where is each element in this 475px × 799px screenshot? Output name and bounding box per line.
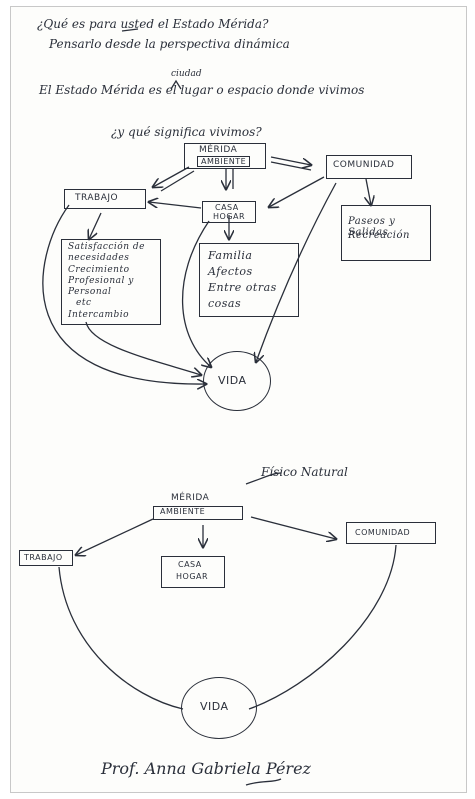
- question-3: ¿y qué significa vivimos?: [111, 125, 262, 139]
- merida-label: MÉRIDA: [199, 145, 238, 155]
- home-label-1: CASA: [215, 203, 239, 212]
- arrow-community-life: [256, 182, 337, 362]
- insert-caret: [170, 79, 182, 90]
- home-note-3: Entre otras: [208, 281, 277, 294]
- arrow-worknotes-life: [85, 321, 201, 375]
- home-box: CASA HOGAR: [202, 201, 256, 223]
- question-1: ¿Qué es para usted el Estado Mérida?: [37, 17, 269, 31]
- life-2-circle: VIDA: [181, 677, 257, 739]
- community-2-label: COMUNIDAD: [355, 528, 411, 537]
- ambiente-2-label: AMBIENTE: [160, 507, 206, 516]
- ambiente-label: AMBIENTE: [197, 156, 251, 167]
- signature: Prof. Anna Gabriela Pérez: [101, 759, 311, 778]
- curve2-community-life: [248, 544, 397, 710]
- community-notes-box: Paseos y Salidas Recreación: [341, 205, 431, 261]
- strike-mark: [121, 28, 139, 32]
- annotation-line: [245, 472, 282, 485]
- arrow-home-life: [181, 220, 211, 367]
- home-notes-box: Familia Afectos Entre otras cosas: [199, 243, 299, 317]
- community-label: COMUNIDAD: [333, 160, 395, 170]
- arrow-work-life: [42, 204, 206, 384]
- work-box: TRABAJO: [64, 189, 146, 209]
- work-note-1: Satisfacción de necesidades: [68, 242, 145, 263]
- community-box: COMUNIDAD: [326, 155, 412, 179]
- connector-lines: [42, 28, 397, 786]
- life-2-label: VIDA: [200, 700, 229, 713]
- home-note-4: cosas: [208, 297, 242, 310]
- arrow-community-home: [269, 176, 325, 207]
- ambiente-2-box: AMBIENTE: [153, 506, 243, 520]
- work-note-3: etc: [76, 298, 92, 308]
- arrow-merida-work: [153, 166, 190, 187]
- arrow-home-work: [149, 202, 202, 209]
- inserted-word: ciudad: [171, 69, 202, 79]
- question-2: Pensarlo desde la perspectiva dinámica: [49, 37, 290, 51]
- work-2-box: TRABAJO: [19, 550, 73, 566]
- work-notes-box: Satisfacción de necesidades Crecimiento …: [61, 239, 161, 325]
- community-note-1: Paseos y Salidas: [348, 216, 396, 238]
- community-note-2: Recreación: [348, 230, 410, 241]
- community-2-box: COMUNIDAD: [346, 522, 436, 544]
- curve2-work-life: [58, 566, 184, 710]
- home-note-1: Familia: [208, 249, 253, 262]
- home-2-label-1: CASA: [178, 560, 202, 569]
- statement-line: El Estado Mérida es el lugar o espacio d…: [39, 83, 365, 97]
- work-note-4: Intercambio: [68, 310, 130, 320]
- home-note-2: Afectos: [208, 265, 253, 278]
- work-2-label: TRABAJO: [24, 553, 63, 562]
- signature-flourish: [245, 778, 282, 786]
- life-circle: VIDA: [203, 351, 271, 411]
- arrow-merida-community: [270, 156, 311, 165]
- home-label-2: HOGAR: [213, 212, 246, 221]
- paper-sheet: ¿Qué es para usted el Estado Mérida? Pen…: [10, 6, 467, 793]
- merida-2-label: MÉRIDA: [171, 493, 210, 503]
- arrow2-ambiente-community: [250, 516, 336, 539]
- annotation-fisico-natural: Físico Natural: [261, 465, 348, 479]
- arrow-community-notes: [366, 178, 371, 205]
- arrow-work-notes: [89, 212, 102, 239]
- home-2-box: CASA HOGAR: [161, 556, 225, 588]
- arrow2-ambiente-work: [76, 518, 154, 555]
- merida-ambiente-box: MÉRIDA AMBIENTE: [184, 143, 266, 169]
- home-2-label-2: HOGAR: [176, 572, 209, 581]
- work-note-2: Crecimiento Profesional y Personal: [68, 265, 134, 297]
- work-label: TRABAJO: [75, 193, 119, 203]
- life-label: VIDA: [218, 374, 247, 387]
